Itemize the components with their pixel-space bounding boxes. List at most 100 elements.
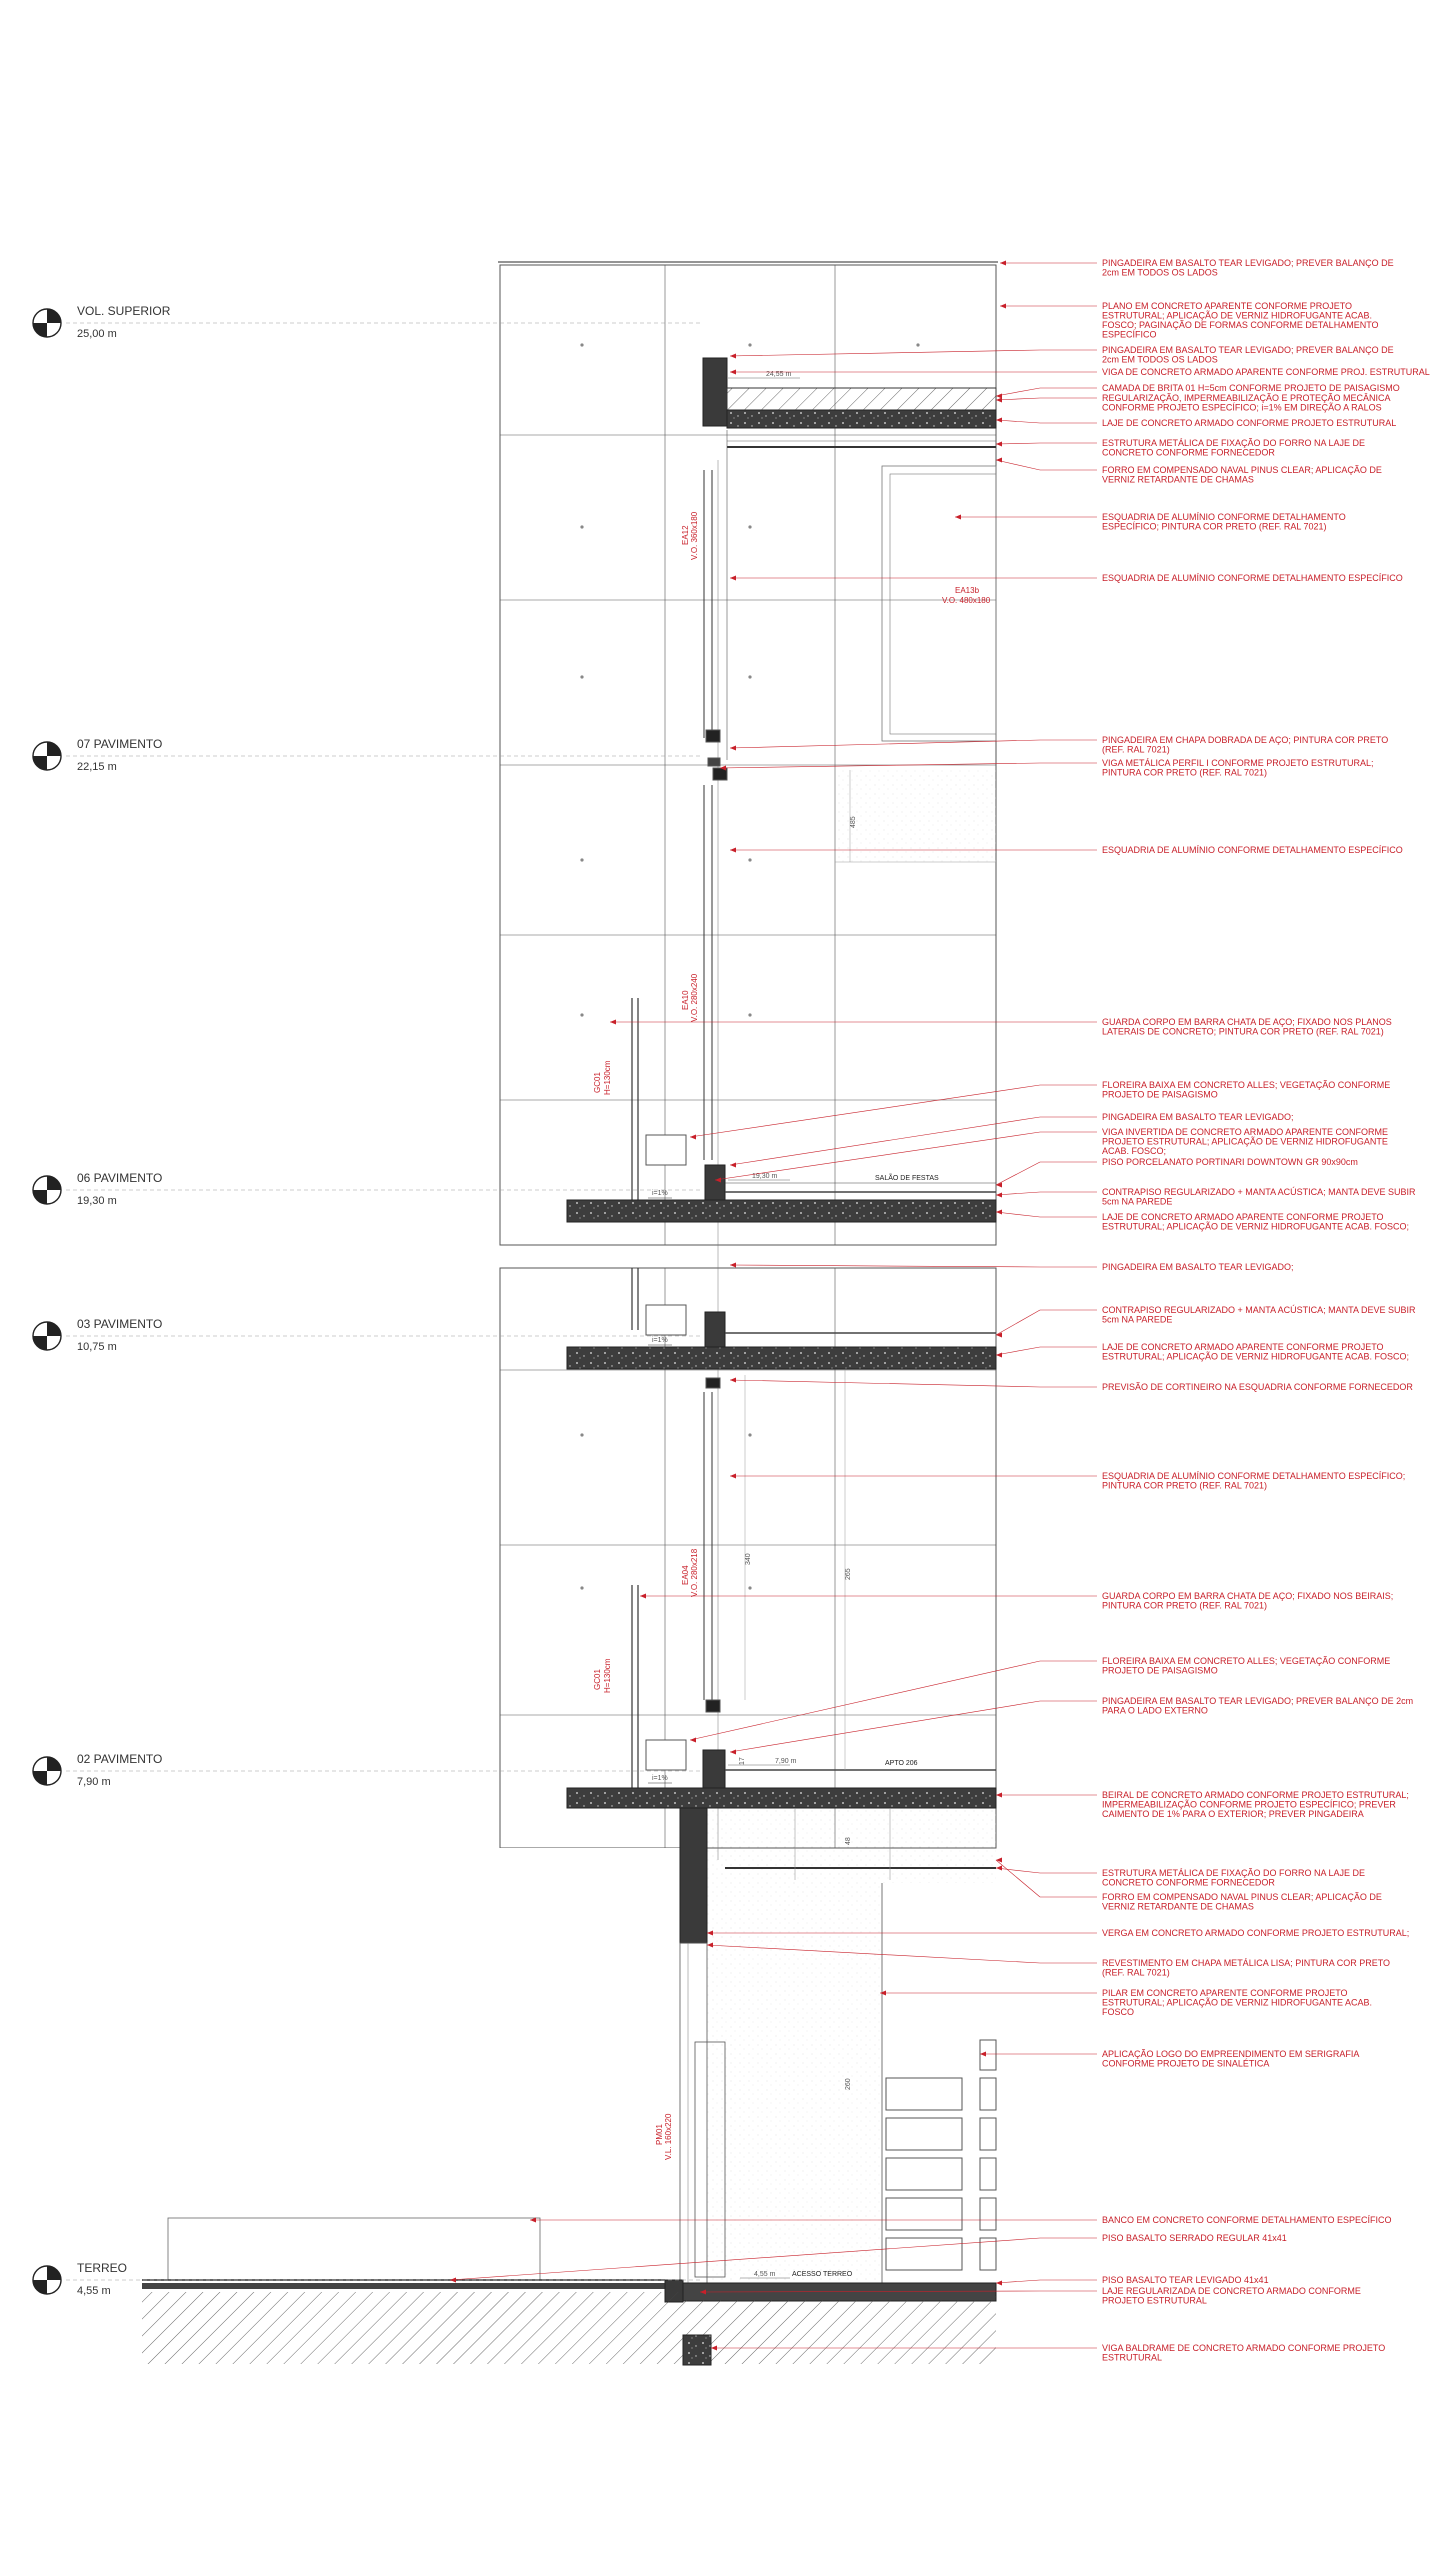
leader-line — [706, 1944, 1041, 1964]
arrowhead-icon — [730, 847, 736, 853]
annotation-note: LAJE DE CONCRETO ARMADO CONFORME PROJETO… — [995, 417, 1396, 428]
tag-pm01-line2: V.L. 160x220 — [664, 2113, 673, 2160]
level-elevation: 22,15 m — [77, 761, 117, 773]
annotation-note-line: FOSCO; PAGINAÇÃO DE FORMAS CONFORME DETA… — [1102, 320, 1379, 330]
annotation-notes: PINGADEIRA EM BASALTO TEAR LEVIGADO; PRE… — [449, 258, 1430, 2363]
annotation-note-line: IMPERMEABILIZAÇÃO CONFORME PROJETO ESPEC… — [1102, 1800, 1396, 1810]
arrowhead-icon — [996, 1192, 1002, 1198]
annotation-note-line: ESTRUTURAL; APLICAÇÃO DE VERNIZ HIDROFUG… — [1102, 1222, 1409, 1232]
annotation-note-line: LAJE DE CONCRETO ARMADO APARENTE CONFORM… — [1102, 1212, 1384, 1222]
arrowhead-icon — [980, 2051, 986, 2057]
tag-ea13b-line2: V.O. 480x180 — [942, 596, 991, 605]
annotation-note-line: LAJE REGULARIZADA DE CONCRETO ARMADO CON… — [1102, 2286, 1361, 2296]
tag-pm01-line1: PM01 — [655, 2124, 664, 2145]
tag-ea13b-line1: EA13b — [955, 586, 980, 595]
annotation-note-line: FLOREIRA BAIXA EM CONCRETO ALLES; VEGETA… — [1102, 1080, 1390, 1090]
annotation-note: VIGA BALDRAME DE CONCRETO ARMADO CONFORM… — [711, 2343, 1385, 2363]
level-elevation: 4,55 m — [77, 2285, 111, 2297]
slope-02: i=1% — [652, 1775, 668, 1782]
annotation-note-line: PARA O LADO EXTERNO — [1102, 1706, 1208, 1716]
arrowhead-icon — [730, 1473, 736, 1479]
tag-gc01-lower-line2: H=130cm — [603, 1658, 612, 1693]
annotation-note: APLICAÇÃO LOGO DO EMPREENDIMENTO EM SERI… — [980, 2049, 1359, 2069]
room-salao-de-festas: SALÃO DE FESTAS — [875, 1173, 939, 1182]
annotation-note: PISO BASALTO SERRADO REGULAR 41x41 — [449, 2233, 1287, 2283]
annotation-note: ESQUADRIA DE ALUMÍNIO CONFORME DETALHAME… — [955, 512, 1346, 532]
leader-line — [995, 1161, 1041, 1186]
annotation-note: VIGA METÁLICA PERFIL I CONFORME PROJETO … — [719, 758, 1374, 778]
annotation-note-line: FORRO EM COMPENSADO NAVAL PINUS CLEAR; A… — [1102, 1892, 1382, 1902]
leader-line — [995, 1859, 1041, 1898]
arrowhead-icon — [996, 1182, 1002, 1188]
annotation-note-line: BANCO EM CONCRETO CONFORME DETALHAMENTO … — [1102, 2215, 1392, 2225]
leader-line — [995, 459, 1041, 471]
annotation-note-line: REGULARIZAÇÃO, IMPERMEABILIZAÇÃO E PROTE… — [1102, 393, 1391, 403]
arrowhead-icon — [996, 397, 1002, 403]
arrowhead-icon — [730, 369, 736, 375]
annotation-note-line: CONTRAPISO REGULARIZADO + MANTA ACÚSTICA… — [1102, 1305, 1416, 1315]
annotation-note: PLANO EM CONCRETO APARENTE CONFORME PROJ… — [1000, 301, 1379, 340]
annotation-note: REVESTIMENTO EM CHAPA METÁLICA LISA; PIN… — [706, 1942, 1390, 1978]
leader-line — [719, 762, 1041, 769]
annotation-note: GUARDA CORPO EM BARRA CHATA DE AÇO; FIXA… — [610, 1017, 1392, 1037]
window-tags: EA12 V.O. 360x180 EA13b V.O. 480x180 EA1… — [593, 511, 991, 2160]
arrowhead-icon — [1000, 303, 1006, 309]
arrowhead-icon — [730, 745, 736, 751]
annotation-note: PILAR EM CONCRETO APARENTE CONFORME PROJ… — [880, 1988, 1372, 2017]
dim-260: 260 — [845, 2078, 852, 2090]
level-elevation: 25,00 m — [77, 328, 117, 340]
annotation-note-line: ESPECÍFICO; PINTURA COR PRETO (REF. RAL … — [1102, 522, 1327, 532]
dimension-labels: 24,55 m 19,30 m 7,90 m 4,55 m 485 340 26… — [728, 371, 857, 2279]
annotation-note: LAJE REGULARIZADA DE CONCRETO ARMADO CON… — [699, 2286, 1361, 2306]
annotation-note-line: ESQUADRIA DE ALUMÍNIO CONFORME DETALHAME… — [1102, 512, 1346, 522]
leader-line — [449, 2237, 1041, 2281]
annotation-note-line: ESQUADRIA DE ALUMÍNIO CONFORME DETALHAME… — [1102, 1471, 1405, 1481]
arrowhead-icon — [730, 1377, 736, 1383]
annotation-note-line: ESTRUTURA METÁLICA DE FIXAÇÃO DO FORRO N… — [1102, 1868, 1365, 1878]
annotation-note: PISO BASALTO TEAR LEVIGADO 41x41 — [995, 2275, 1269, 2286]
arrowhead-icon — [720, 765, 726, 771]
level-elevation: 7,90 m — [77, 1776, 111, 1788]
dim-340: 340 — [745, 1553, 752, 1565]
annotation-note: VIGA DE CONCRETO ARMADO APARENTE CONFORM… — [730, 367, 1430, 377]
tag-ea12-line2: V.O. 360x180 — [690, 511, 699, 560]
building-structure — [142, 261, 999, 2366]
leader-line — [729, 349, 1041, 357]
annotation-note: ESQUADRIA DE ALUMÍNIO CONFORME DETALHAME… — [730, 845, 1403, 855]
annotation-note-line: VERNIZ RETARDANTE DE CHAMAS — [1102, 475, 1254, 485]
arrowhead-icon — [996, 441, 1002, 447]
annotation-note-line: CAIMENTO DE 1% PARA O EXTERIOR; PREVER P… — [1102, 1809, 1364, 1819]
annotation-note: ESTRUTURA METÁLICA DE FIXAÇÃO DO FORRO N… — [995, 438, 1365, 458]
tag-gc01-upper-line1: GC01 — [593, 1072, 602, 1093]
annotation-note-line: GUARDA CORPO EM BARRA CHATA DE AÇO; FIXA… — [1102, 1591, 1393, 1601]
annotation-note-line: VIGA INVERTIDA DE CONCRETO ARMADO APAREN… — [1102, 1127, 1388, 1137]
annotation-note-line: ESPECÍFICO — [1102, 330, 1157, 340]
annotation-note-line: PINGADEIRA EM BASALTO TEAR LEVIGADO; — [1102, 1262, 1294, 1272]
arrowhead-icon — [955, 514, 961, 520]
leader-line — [729, 1700, 1041, 1753]
arrowhead-icon — [690, 1134, 696, 1140]
annotation-note: PINGADEIRA EM BASALTO TEAR LEVIGADO; PRE… — [729, 1696, 1413, 1755]
annotation-note: ESQUADRIA DE ALUMÍNIO CONFORME DETALHAME… — [730, 573, 1403, 583]
tag-ea04-line1: EA04 — [681, 1565, 690, 1585]
annotation-note: FORRO EM COMPENSADO NAVAL PINUS CLEAR; A… — [995, 1857, 1382, 1912]
arrowhead-icon — [640, 1593, 646, 1599]
dim-48: 48 — [845, 1837, 852, 1845]
slope-03: i=1% — [652, 1337, 668, 1344]
leader-line — [995, 1211, 1041, 1218]
annotation-note: BEIRAL DE CONCRETO ARMADO CONFORME PROJE… — [996, 1790, 1409, 1819]
annotation-note-line: CONCRETO CONFORME FORNECEDOR — [1102, 1878, 1275, 1888]
annotation-note-line: PINGADEIRA EM BASALTO TEAR LEVIGADO; PRE… — [1102, 345, 1394, 355]
level-name: 07 PAVIMENTO — [77, 737, 162, 751]
annotation-note: PINGADEIRA EM BASALTO TEAR LEVIGADO; PRE… — [1000, 258, 1394, 278]
annotation-note: PINGADEIRA EM BASALTO TEAR LEVIGADO; — [729, 1262, 1294, 1272]
annotation-note-line: ESTRUTURA METÁLICA DE FIXAÇÃO DO FORRO N… — [1102, 438, 1365, 448]
arrowhead-icon — [730, 575, 736, 581]
annotation-note-line: BEIRAL DE CONCRETO ARMADO CONFORME PROJE… — [1102, 1790, 1409, 1800]
